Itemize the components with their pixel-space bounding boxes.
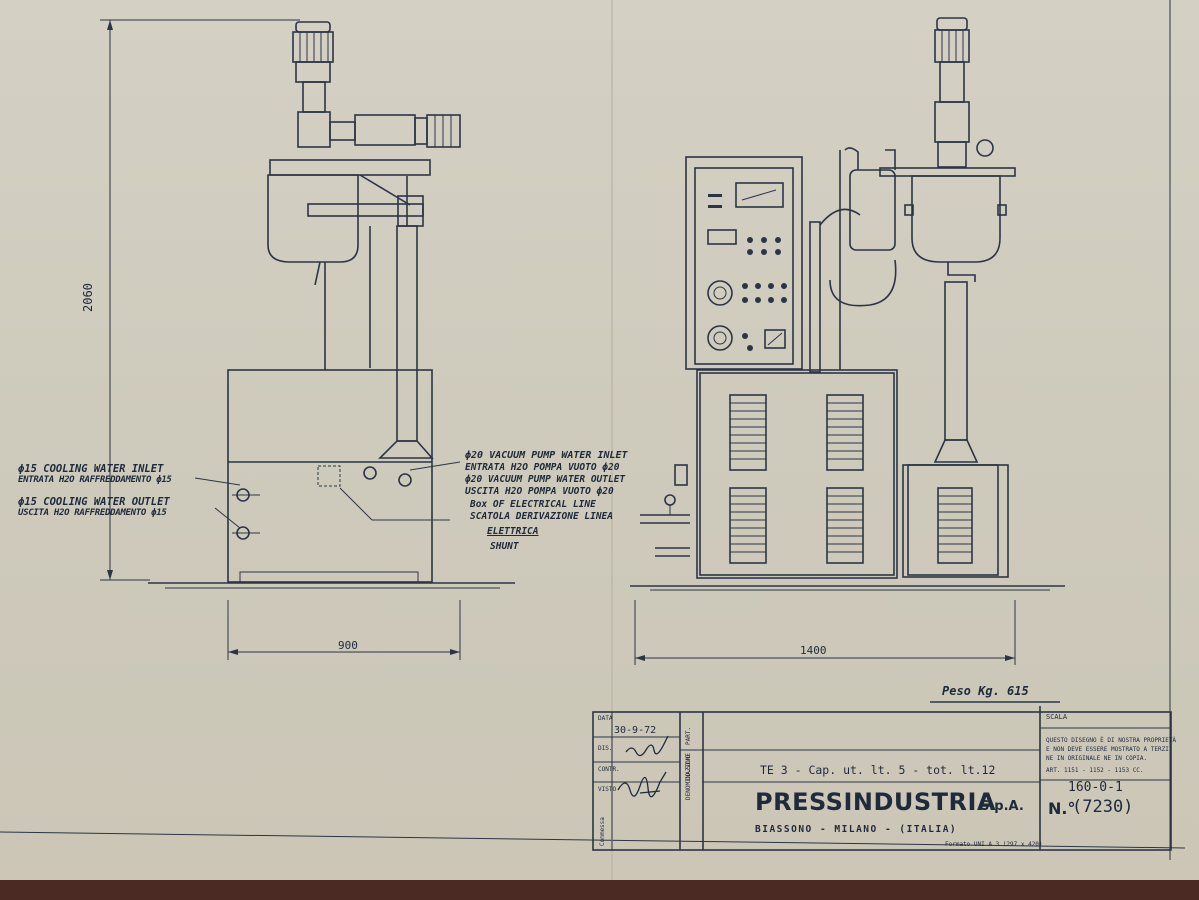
vent-grilles [729,394,864,564]
visto-label: VISTO [598,786,617,793]
format-note: Formato UNI A 3 (297 x 420) [945,841,1043,848]
cooling-water-inlet-label-it: ENTRATA H2O RAFFREDDAMENTO ϕ15 [18,475,172,485]
weight-label: Peso Kg. 615 [942,684,1029,698]
scala-label: SCALA [1046,713,1068,721]
drawing-number: (7230) [1072,797,1134,817]
shunt-label: SHUNT [490,541,519,552]
signature-visto [617,771,667,798]
cooling-water-outlet-label-it: USCITA H2O RAFFREDDAMENTO ϕ15 [18,508,167,518]
side-view [100,19,515,660]
vacuum-pump-outlet-label-it: USCITA H2O POMPA VUOTO ϕ20 [465,486,614,497]
cooling-water-outlet-label: ϕ15 COOLING WATER OUTLET [18,496,170,508]
vacuum-pump-inlet-label: ϕ20 VACUUM PUMP WATER INLET [465,450,628,461]
drawing-code: 160-0-1 [1068,780,1123,795]
vacuum-pump-outlet-label: ϕ20 VACUUM PUMP WATER OUTLET [465,474,626,485]
cooling-water-inlet-label: ϕ15 COOLING WATER INLET [18,463,164,475]
articles-notice: ART. 1151 - 1152 - 1153 CC. [1046,767,1144,774]
ownership-notice-2: E NON DEVE ESSERE MOSTRATO A TERZI [1046,746,1169,753]
signature-dis [625,735,669,757]
dimension-width-900: 900 [338,639,358,652]
ownership-notice-3: NE IN ORIGINALE NE IN COPIA. [1046,755,1148,762]
electrical-box-label: Box OF ELECTRICAL LINE [470,499,596,510]
dis-label: DIS. [598,745,613,752]
number-label: N.° [1048,799,1076,818]
company-location: BIASSONO - MILANO - (ITALIA) [755,824,958,835]
title-block-frame [592,706,1172,851]
vacuum-pump-inlet-label-it: ENTRATA H2O POMPA VUOTO ϕ20 [465,462,620,473]
contr-label: CONTR. [598,766,620,773]
electrical-box-label-it: SCATOLA DERIVAZIONE LINEA [470,511,613,522]
company-suffix: S.p.A. [980,799,1024,814]
company-name: PRESSINDUSTRIA [755,788,997,816]
ownership-notice-1: QUESTO DISEGNO È DI NOSTRA PROPRIETÀ [1046,737,1177,744]
dimension-width-1400: 1400 [800,644,827,657]
data-label: DATA [598,715,613,722]
electrical-box-label-it-2: ELETTRICA [487,526,539,537]
front-view [630,17,1065,665]
date-value: 30-9-72 [614,725,657,736]
product-description: TE 3 - Cap. ut. lt. 5 - tot. lt.12 [760,763,996,777]
drawing-sheet [0,0,1199,880]
